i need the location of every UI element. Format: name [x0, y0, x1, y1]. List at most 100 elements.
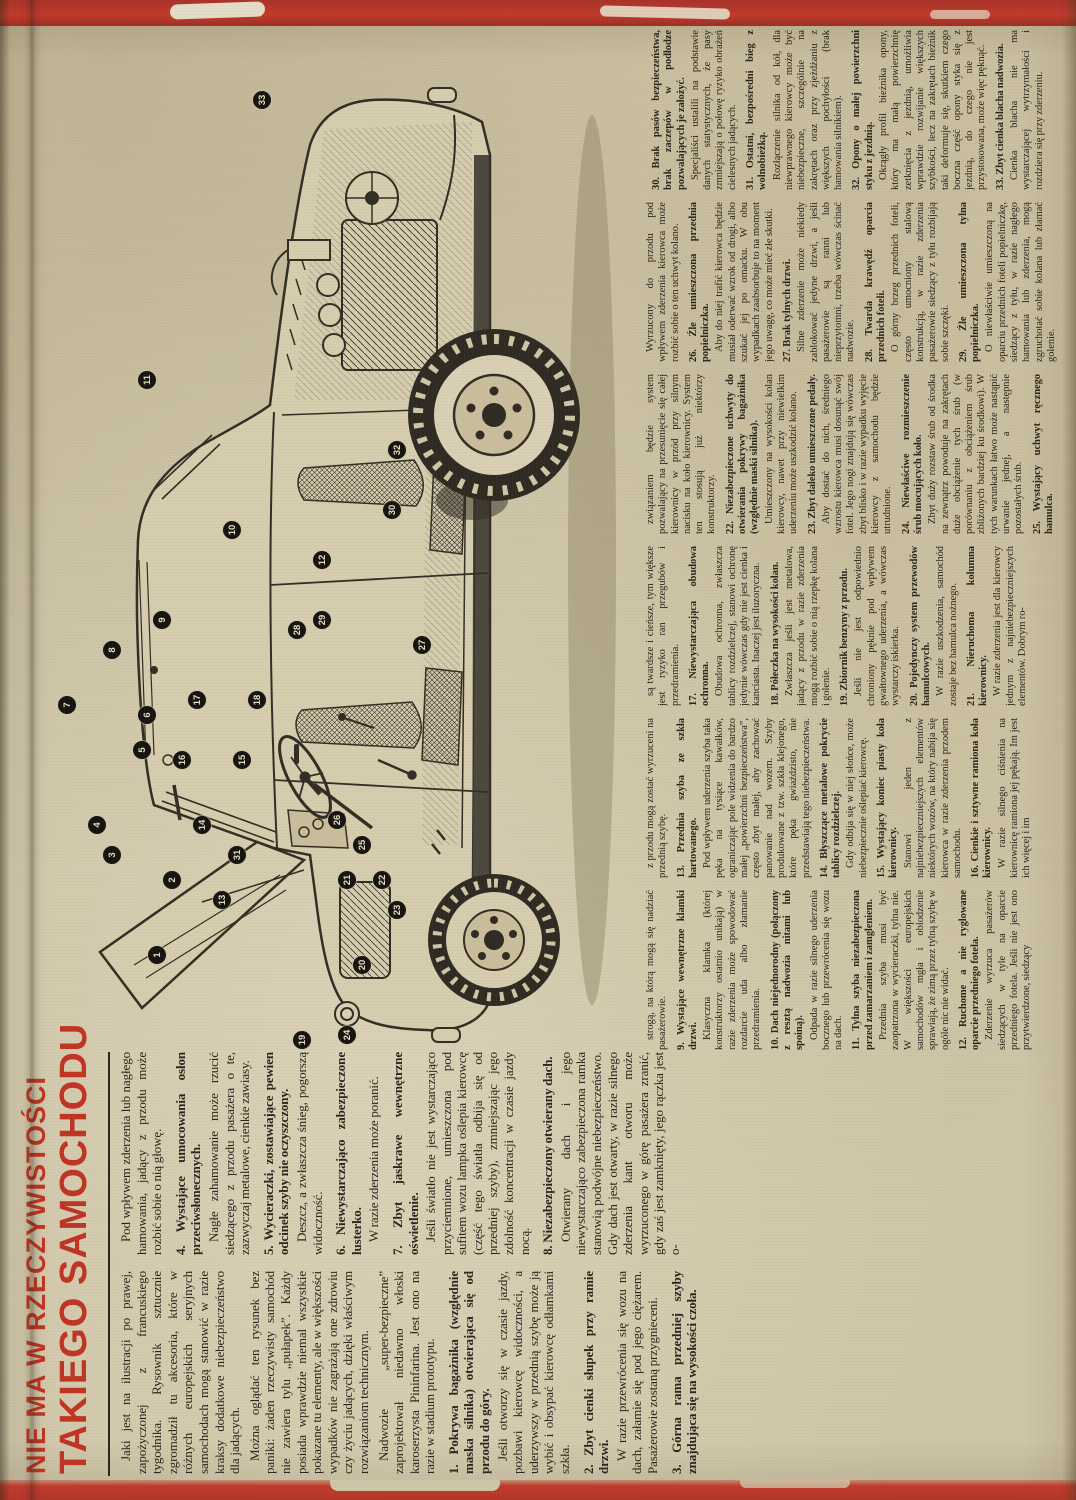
item-heading: 32. Opony o małej powierzchni styku z je…	[851, 30, 875, 190]
callout-badge-30: 30	[383, 501, 401, 519]
item-heading: 5. Wycieraczki, zostawiające pewien odci…	[260, 1052, 292, 1255]
item-heading: 17. Niewystarczająca obudowa ochronna.	[687, 546, 712, 706]
callout-badge-29: 29	[313, 611, 331, 629]
callout-badge-11: 11	[138, 371, 156, 389]
paragraph: Zbyt duży rozstaw śrub od środka na zewn…	[927, 374, 1025, 534]
item-heading: 22. Niezabezpieczone uchwyty do otwieran…	[724, 374, 761, 534]
item-heading: 10. Dach niejednorodny (połączony z resz…	[769, 890, 806, 1050]
callout-badge-13: 13	[213, 891, 231, 909]
fuel-tank	[339, 881, 391, 979]
item-heading: 11. Tylna szyba niezabezpieczona przed z…	[851, 890, 875, 1050]
rear-window	[153, 434, 221, 500]
callout-badge-7: 7	[58, 696, 76, 714]
item-heading: 25. Wystający uchwyt ręcznego hamulca.	[1031, 374, 1055, 534]
callout-badge-32: 32	[388, 441, 406, 459]
torn-paper-patch	[169, 1, 266, 20]
title-divider-rule	[108, 1052, 110, 1476]
paragraph: Wyrzucony do przodu pod wpływem zderzeni…	[645, 202, 681, 362]
item-heading: 19. Zbiornik benzyny z przodu.	[839, 568, 851, 706]
item-heading: 6. Niewystarczająco zabezpieczone luster…	[333, 1052, 364, 1255]
paragraph: W razie silnego ciśnienia na kierownicę …	[996, 718, 1033, 878]
item-heading: 20. Pojedynczy system przewodów hamulcow…	[908, 546, 932, 706]
paragraph: Nadwozie „super-bezpieczne” zaprojektowa…	[375, 1271, 438, 1474]
page-edge-shadow-right	[1062, 0, 1076, 1500]
callout-badge-2: 2	[163, 871, 181, 889]
item-heading: 29. Źle umieszczona tylna popielniczka.	[957, 202, 982, 362]
item-heading: 7. Zbyt jaskrawe wewnętrzne oświetlenie.	[389, 1052, 421, 1255]
paragraph: Nagłe zahamowanie może rzucić siedzącego…	[205, 1052, 253, 1255]
paragraph: W razie przewrócenia się wozu na dach, z…	[613, 1271, 660, 1474]
paragraph: Specjaliści ustalili na podstawie danych…	[689, 30, 738, 190]
callout-badge-22: 22	[373, 871, 391, 889]
paragraph: Przednia szyba musi być zaopatrzona w wy…	[878, 890, 951, 1050]
callout-badge-16: 16	[173, 751, 191, 769]
paragraph: Deszcz, a zwłaszcza śnieg, pogorszą wido…	[293, 1052, 325, 1255]
callout-badge-3: 3	[103, 846, 121, 864]
callout-badge-9: 9	[153, 611, 171, 629]
paragraph: Gdy odbija się w niej słońce, może niebe…	[845, 718, 869, 878]
paragraph: Rozłączenie silnika od kół, dla niewpraw…	[771, 30, 845, 190]
item-heading: 13. Przednia szyba ze szkła hartowanego.	[675, 718, 699, 878]
title-line-1: NIE MA W RZECZYWISTOŚCI	[21, 1076, 51, 1474]
callout-badge-33: 33	[253, 91, 271, 109]
paragraph: Otwierany dach i jego niewystarczająco z…	[557, 1052, 682, 1255]
callout-badge-10: 10	[223, 521, 241, 539]
callout-badge-18: 18	[248, 691, 266, 709]
red-page-edge-bottom	[0, 1480, 1076, 1500]
item-heading: 15. Wystający koniec piasty koła kierown…	[876, 718, 900, 878]
paragraph: Jeśli nie jest odpowiednio chroniony pęk…	[853, 546, 902, 706]
item-heading: 33. Zbyt cienka blacha nadwozia.	[994, 43, 1006, 190]
paragraph: związaniem będzie system pozwalający na …	[645, 374, 718, 534]
item-heading: 8. Niezabezpieczony otwierany dach.	[540, 1056, 556, 1255]
paragraph: Jeśli światło nie jest wystarczająco prz…	[423, 1052, 532, 1255]
red-page-edge-top	[0, 0, 1076, 26]
callout-badge-14: 14	[193, 816, 211, 834]
item-heading: 1. Pokrywa bagażnika (względnie maska si…	[445, 1271, 493, 1474]
paragraph: Silne zderzenie może niekiedy zablokować…	[796, 202, 857, 362]
pedals	[431, 829, 446, 855]
engine-deck-louvres	[286, 253, 306, 371]
rear-bumper	[427, 87, 457, 103]
engine	[270, 171, 438, 371]
paragraph: Stanowi jeden z najniebezpieczniejszych …	[902, 718, 963, 878]
callout-badge-25: 25	[353, 836, 371, 854]
item-heading: 26. Źle umieszczona przednia popielniczk…	[687, 202, 712, 362]
front-wheel	[428, 874, 560, 1006]
callout-badge-24: 24	[338, 1026, 356, 1044]
callout-badge-21: 21	[338, 871, 356, 889]
text-column-4: związaniem będzie system pozwalający na …	[645, 374, 1069, 534]
callout-badge-28: 28	[288, 621, 306, 639]
dome-lamp	[150, 666, 158, 674]
items-9-33-columns: strogą, na którą mogą się nadziać pasaże…	[645, 30, 1069, 1050]
callout-badge-20: 20	[353, 956, 371, 974]
callout-badge-17: 17	[188, 691, 206, 709]
gear-lever	[338, 713, 375, 729]
intro-and-items-1-8: Jaki jest na ilustracji po prawej, zapoż…	[118, 1052, 1058, 1474]
paragraph: Cienka blacha nie ma wystarczającej wytr…	[1009, 30, 1045, 190]
handbrake-lever	[377, 758, 417, 780]
paragraph: Klasyczna klamka (której konstruktorzy o…	[702, 890, 763, 1050]
text-column-3: są twardsze i cieńsze, tym większe jest …	[645, 546, 1069, 706]
item-heading: 16. Cienkie i sztywne ramiona koła kiero…	[970, 718, 994, 878]
paragraph: Jaki jest na ilustracji po prawej, zapoż…	[118, 1271, 243, 1474]
rear-wheel	[408, 329, 580, 501]
title-line-2: TAKIEGO SAMOCHODU	[53, 1022, 95, 1474]
text-column-6: 30. Brak pasów bezpieczeństwa, brak zacz…	[645, 30, 1069, 190]
item-heading: 21. Nieruchoma kolumna kierownicy.	[965, 546, 990, 706]
callout-badge-15: 15	[233, 751, 251, 769]
paragraph: Można oglądać ten rysunek bez paniki: ża…	[246, 1271, 371, 1474]
paragraph: Pod wpływem zderzenia lub nagłego hamowa…	[118, 1052, 165, 1255]
torn-paper-patch	[930, 10, 990, 19]
item-heading: 23. Zbyt daleko umieszczone pedały.	[806, 374, 818, 534]
torn-paper-patch	[330, 1480, 500, 1491]
callout-badge-19: 19	[293, 1031, 311, 1049]
door-handle	[294, 744, 299, 764]
callout-badge-23: 23	[388, 901, 406, 919]
callout-badge-31: 31	[228, 846, 246, 864]
sunroof-frame	[138, 559, 155, 761]
callout-badge-27: 27	[413, 636, 431, 654]
callout-badge-26: 26	[328, 811, 346, 829]
sun-visor	[172, 784, 182, 821]
ground-shadow	[568, 115, 616, 1005]
